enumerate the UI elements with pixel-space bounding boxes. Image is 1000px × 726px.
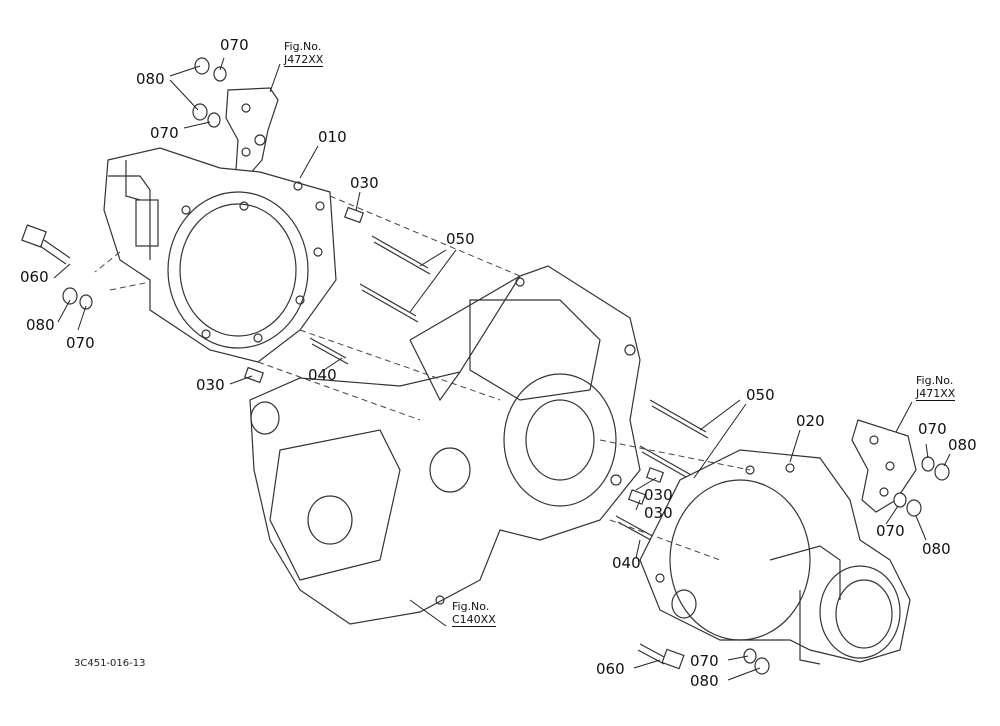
left-housing: [103, 147, 337, 363]
nut-left-lower: [62, 287, 78, 305]
part-label-060: 060: [596, 660, 625, 678]
washer-right-lower: [743, 648, 757, 664]
part-label-060: 060: [20, 268, 49, 286]
part-label-080: 080: [948, 436, 977, 454]
figure-ref-j472[interactable]: Fig.No. J472XX: [284, 40, 324, 67]
figure-ref-c140[interactable]: Fig.No. C140XX: [452, 600, 496, 627]
drawing-reference: 3C451-016-13: [74, 658, 146, 669]
figure-ref-code: J471XX: [916, 387, 956, 401]
bolt-left: [21, 224, 71, 265]
leader-lines: [53, 57, 951, 681]
figure-ref-prefix: Fig.No.: [916, 374, 954, 387]
alignment-lines: [94, 195, 751, 561]
right-housing: [639, 449, 911, 665]
figure-ref-prefix: Fig.No.: [452, 600, 490, 613]
bolt-right: [637, 643, 685, 670]
main-transmission-case: [249, 265, 641, 625]
part-label-070: 070: [220, 36, 249, 54]
part-label-070: 070: [690, 652, 719, 670]
figure-ref-prefix: Fig.No.: [284, 40, 322, 53]
pins-and-studs-left: [244, 206, 431, 384]
part-label-080: 080: [26, 316, 55, 334]
figure-ref-code: J472XX: [284, 53, 324, 67]
part-label-030: 030: [644, 486, 673, 504]
part-label-080: 080: [690, 672, 719, 690]
nut-right-lower: [754, 657, 770, 675]
part-label-070: 070: [876, 522, 905, 540]
washer-left-lower: [79, 294, 93, 310]
right-bracket: [851, 419, 917, 513]
part-label-040: 040: [308, 366, 337, 384]
figure-ref-code: C140XX: [452, 613, 496, 627]
part-label-080: 080: [136, 70, 165, 88]
figure-ref-j471[interactable]: Fig.No. J471XX: [916, 374, 956, 401]
nut-washer-group-top-left: [192, 57, 227, 128]
nut-washer-group-right: [893, 456, 950, 517]
part-label-070: 070: [150, 124, 179, 142]
part-label-030: 030: [644, 504, 673, 522]
part-label-050: 050: [446, 230, 475, 248]
part-label-010: 010: [318, 128, 347, 146]
part-label-050: 050: [746, 386, 775, 404]
left-bracket: [225, 87, 279, 177]
part-label-080: 080: [922, 540, 951, 558]
part-label-030: 030: [350, 174, 379, 192]
part-label-030: 030: [196, 376, 225, 394]
part-label-070: 070: [918, 420, 947, 438]
part-label-040: 040: [612, 554, 641, 572]
part-label-020: 020: [796, 412, 825, 430]
part-label-070: 070: [66, 334, 95, 352]
